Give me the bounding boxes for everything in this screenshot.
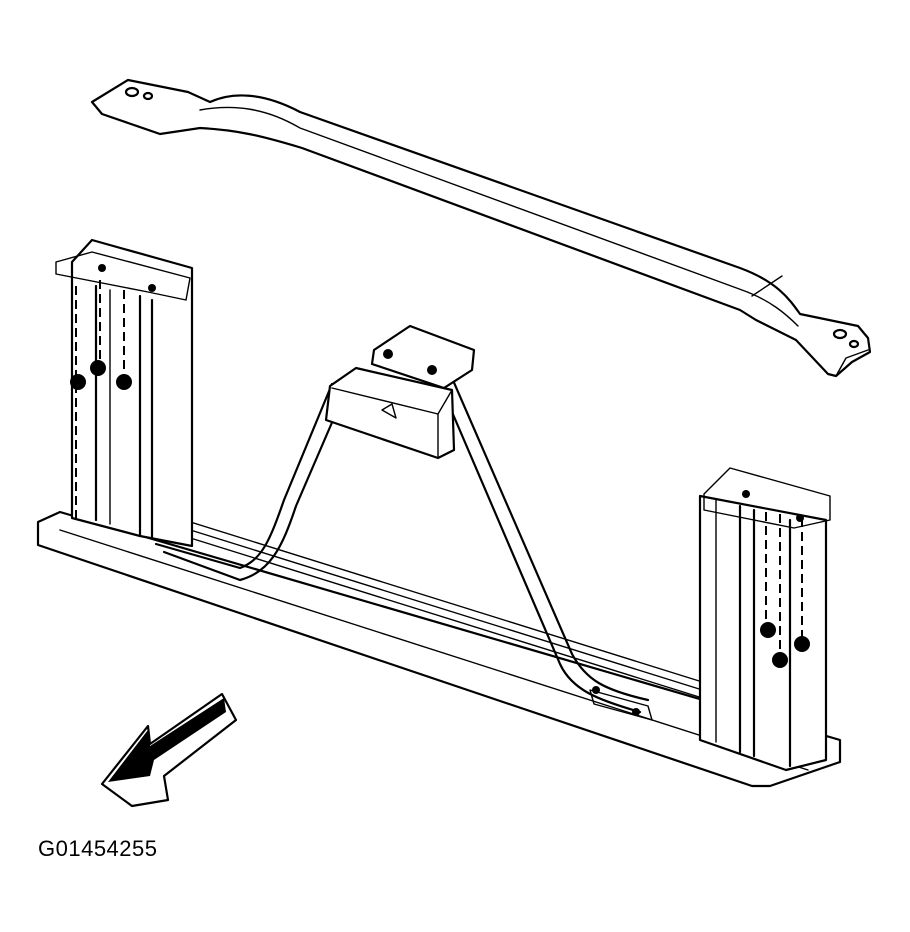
- bolt: [760, 622, 776, 638]
- bolt-hole: [124, 86, 140, 98]
- bolt-hole: [848, 339, 860, 349]
- bolt: [383, 349, 393, 359]
- bolt: [796, 514, 804, 522]
- bolt: [742, 490, 750, 498]
- upper-crossmember: [90, 78, 872, 378]
- bolt: [592, 686, 600, 694]
- left-mount-bracket: [55, 238, 194, 548]
- bolt: [90, 360, 106, 376]
- bolt-hole: [832, 328, 848, 340]
- bolt: [148, 284, 156, 292]
- figure-id-label: G01454255: [38, 836, 158, 861]
- front-direction-arrow-icon: [100, 692, 238, 808]
- bolt: [427, 365, 437, 375]
- bolt: [632, 708, 640, 716]
- bolt: [98, 264, 106, 272]
- bolt: [70, 374, 86, 390]
- center-support: [154, 324, 653, 721]
- bolt: [794, 636, 810, 652]
- bolt: [116, 374, 132, 390]
- right-mount-bracket: [698, 467, 831, 772]
- bolt: [772, 652, 788, 668]
- bolt-hole: [142, 91, 154, 101]
